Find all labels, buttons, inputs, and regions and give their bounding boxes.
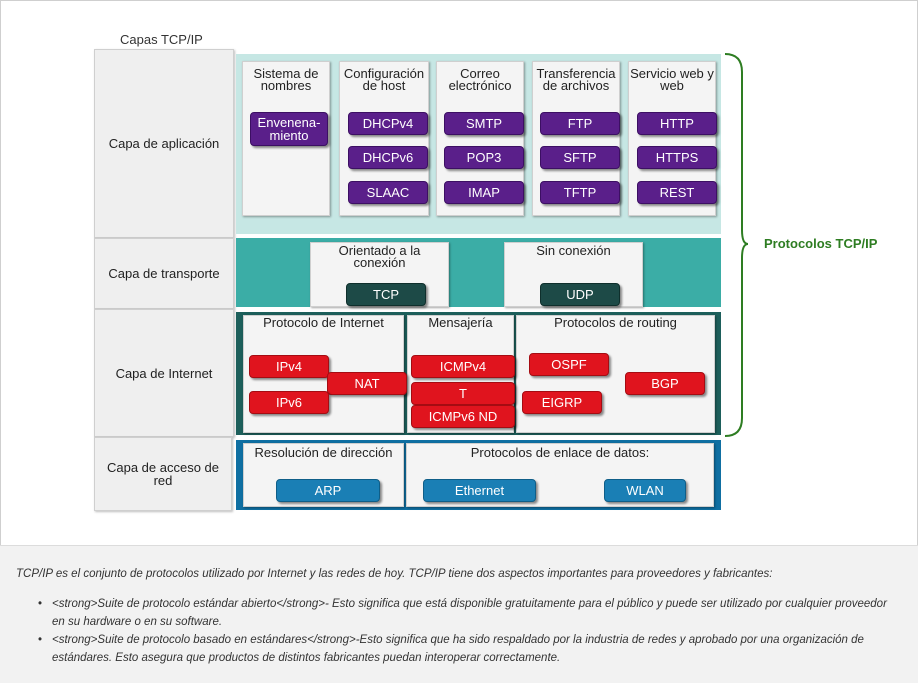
layer-application-label: Capa de aplicación (108, 136, 220, 151)
curly-brace-icon (724, 53, 749, 437)
description-intro: TCP/IP es el conjunto de protocolos util… (16, 568, 773, 580)
protocol-udp: UDP (540, 283, 620, 306)
description-panel: TCP/IP es el conjunto de protocolos util… (0, 545, 918, 683)
protocol-https: HTTPS (637, 146, 717, 169)
protocol-ethernet: Ethernet (423, 479, 536, 502)
protocol-t: T (411, 382, 515, 405)
protocol-eigrp: EIGRP (522, 391, 602, 414)
app-card-host-config-header: Configuración de host (343, 66, 425, 93)
layer-internet: Capa de Internet (94, 309, 234, 437)
diagram-title: Capas TCP/IP (120, 32, 203, 47)
netaccess-card-data-link-header: Protocolos de enlace de datos: (470, 445, 650, 460)
protocol-sftp: SFTP (540, 146, 620, 169)
app-card-naming-header: Sistema de nombres (253, 66, 319, 93)
protocol-slaac: SLAAC (348, 181, 428, 204)
protocol-arp: ARP (276, 479, 380, 502)
layer-network-access: Capa de acceso de red (94, 437, 232, 511)
transport-card-connection-oriented-header: Orientado a la conexión (338, 243, 421, 270)
protocol-tcp: TCP (346, 283, 426, 306)
protocol-rest: REST (637, 181, 717, 204)
layer-transport-label: Capa de transporte (108, 266, 220, 281)
protocol-http: HTTP (637, 112, 717, 135)
protocol-envenenamiento: Envenena-miento (250, 112, 328, 146)
protocol-nat: NAT (327, 372, 407, 395)
description-list: <strong>Suite de protocolo estándar abie… (36, 596, 896, 668)
layer-internet-label: Capa de Internet (115, 365, 213, 381)
protocol-pop3: POP3 (444, 146, 524, 169)
protocol-bgp: BGP (625, 372, 705, 395)
transport-card-connectionless-header: Sin conexión (536, 243, 611, 258)
layer-application: Capa de aplicación (94, 49, 234, 238)
netaccess-card-address-resolution-header: Resolución de dirección (254, 445, 393, 460)
protocol-imap: IMAP (444, 181, 524, 204)
protocol-ospf: OSPF (529, 353, 609, 376)
protocol-dhcpv6: DHCPv6 (348, 146, 428, 169)
internet-card-messaging-header: Mensajería (428, 315, 493, 330)
brace-label: Protocolos TCP/IP (764, 236, 878, 251)
protocol-ipv6: IPv6 (249, 391, 329, 414)
internet-card-ip-header: Protocolo de Internet (263, 315, 384, 330)
protocol-ftp: FTP (540, 112, 620, 135)
layer-network-access-label: Capa de acceso de red (106, 460, 220, 488)
protocol-ipv4: IPv4 (249, 355, 329, 378)
protocol-icmpv4: ICMPv4 (411, 355, 515, 378)
description-bullet-open-standard: <strong>Suite de protocolo estándar abie… (36, 596, 896, 631)
protocol-dhcpv4: DHCPv4 (348, 112, 428, 135)
description-bullet-standards-based: <strong>Suite de protocolo basado en est… (36, 632, 896, 667)
protocol-icmpv6-nd: ICMPv6 ND (411, 405, 515, 428)
app-card-file-transfer-header: Transferencia de archivos (536, 66, 616, 93)
layer-transport: Capa de transporte (94, 238, 234, 309)
app-card-web-header: Servicio web y web (630, 66, 714, 93)
internet-card-routing-header: Protocolos de routing (554, 315, 677, 330)
protocol-tftp: TFTP (540, 181, 620, 204)
protocol-wlan: WLAN (604, 479, 686, 502)
transport-band (236, 238, 721, 307)
protocol-smtp: SMTP (444, 112, 524, 135)
app-card-email-header: Correo electrónico (448, 66, 512, 93)
